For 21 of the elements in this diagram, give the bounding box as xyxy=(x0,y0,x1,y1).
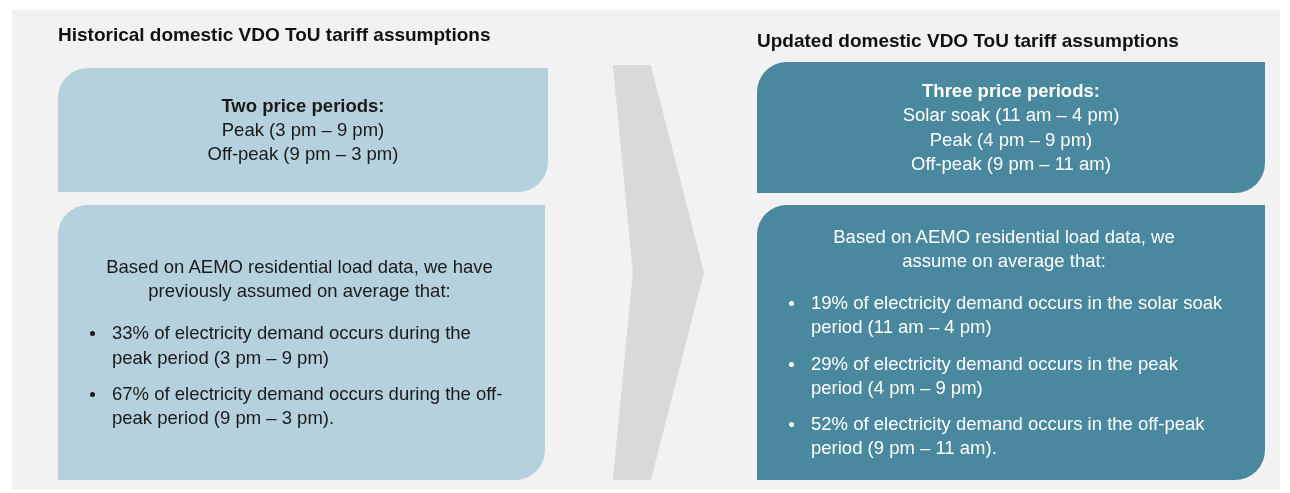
info-box xyxy=(757,62,1265,193)
period-text: Solar soak (11 am – 4 pm) xyxy=(901,103,1121,128)
box-heading: Three price periods: xyxy=(921,79,1101,104)
period-text: Peak (3 pm – 9 pm) xyxy=(220,117,386,142)
bullet-text: 33% of electricity demand occurs during the peak period (3 pm – 9 pm) xyxy=(112,322,471,368)
intro-text: Based on AEMO residential load data, we have previously assumed on average that: xyxy=(105,255,494,304)
info-box xyxy=(757,205,1265,480)
info-box xyxy=(58,205,545,480)
box-heading: Two price periods: xyxy=(220,93,386,118)
bullet-text: 67% of electricity demand occurs during the off-peak period (9 pm – 3 pm). xyxy=(112,382,503,428)
section-title: Historical domestic VDO ToU tariff assumptions xyxy=(58,24,491,46)
period-text: Off-peak (9 pm – 11 am) xyxy=(910,151,1112,176)
section-title: Updated domestic VDO ToU tariff assumptions xyxy=(757,30,1179,52)
intro-text: Based on AEMO residential load data, we assume on average that: xyxy=(832,225,1176,274)
bullet-text: 29% of electricity demand occurs in the peak period (4 pm – 9 pm) xyxy=(811,352,1179,398)
period-text: Off-peak (9 pm – 3 pm) xyxy=(206,142,400,166)
bullet-text: 52% of electricity demand occurs in the off-peak period (9 pm – 11 am). xyxy=(811,412,1205,458)
bullet-text: 19% of electricity demand occurs in the solar soak period (11 am – 4 pm) xyxy=(811,292,1223,338)
period-text: Peak (4 pm – 9 pm) xyxy=(928,127,1094,152)
chevron-arrow xyxy=(612,65,704,480)
info-box xyxy=(58,68,548,192)
